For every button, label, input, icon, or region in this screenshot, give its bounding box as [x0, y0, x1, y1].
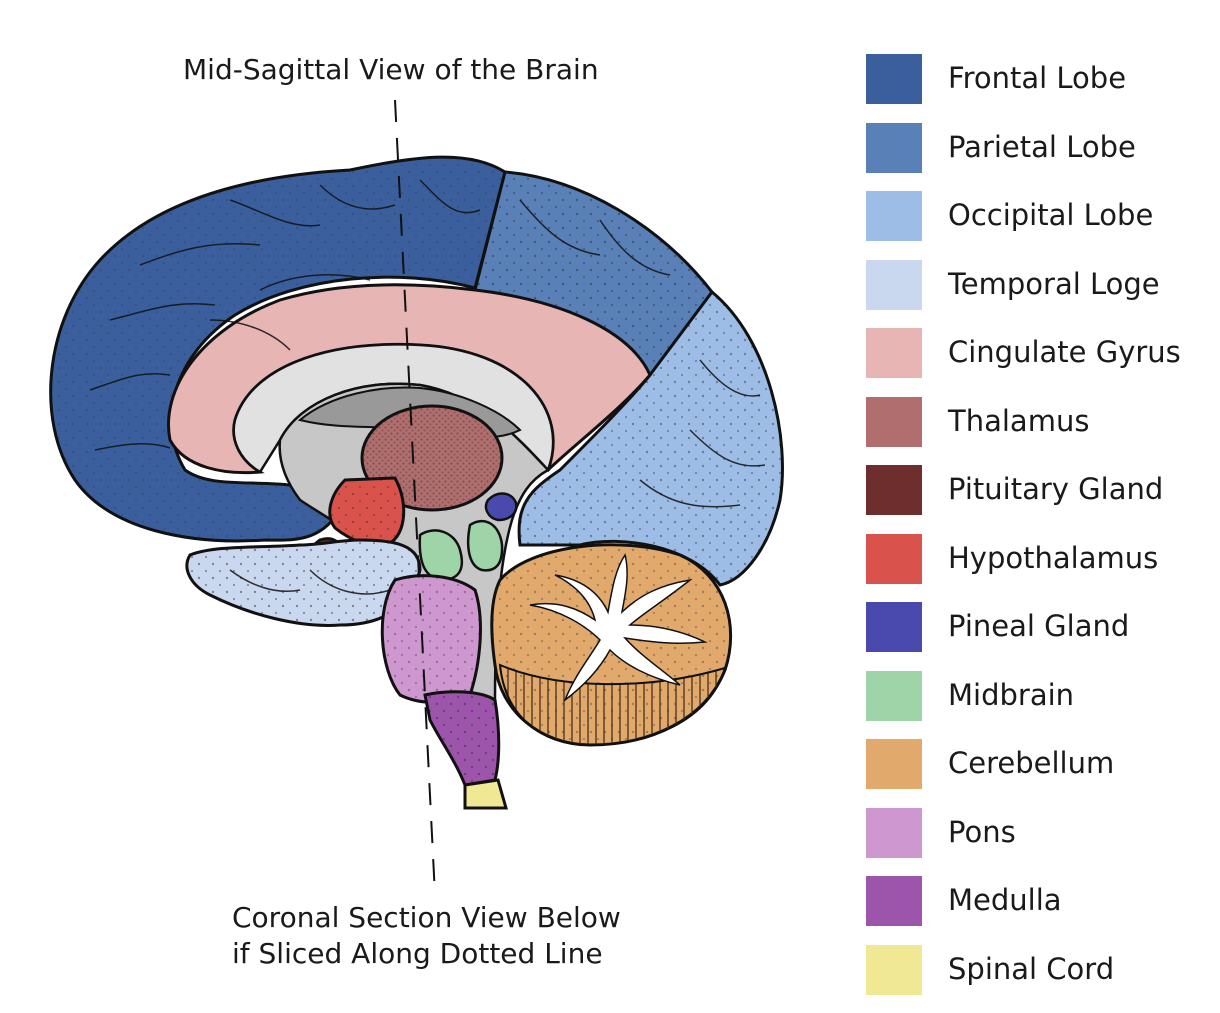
legend-swatch-pons: [866, 808, 922, 858]
legend-label-pons: Pons: [948, 812, 1016, 852]
legend-item-pituitary: Pituitary Gland: [866, 465, 1216, 534]
bottom-caption-line-1: Coronal Section View Below: [232, 900, 621, 936]
legend-item-cingulate: Cingulate Gyrus: [866, 328, 1216, 397]
legend-swatch-pituitary: [866, 465, 922, 515]
legend-swatch-parietal: [866, 123, 922, 173]
legend-label-parietal: Parietal Lobe: [948, 127, 1136, 167]
legend-item-spinal: Spinal Cord: [866, 945, 1216, 1013]
legend-item-pineal: Pineal Gland: [866, 602, 1216, 671]
spinal-cord: [465, 780, 506, 808]
legend-label-temporal: Temporal Loge: [948, 264, 1160, 304]
legend-label-spinal: Spinal Cord: [948, 949, 1114, 989]
legend-label-thalamus: Thalamus: [948, 401, 1089, 441]
legend-item-temporal: Temporal Loge: [866, 260, 1216, 329]
legend-swatch-spinal: [866, 945, 922, 995]
legend-item-midbrain: Midbrain: [866, 671, 1216, 740]
legend-swatch-pineal: [866, 602, 922, 652]
legend-swatch-hypothalamus: [866, 534, 922, 584]
legend-swatch-midbrain: [866, 671, 922, 721]
legend-item-frontal: Frontal Lobe: [866, 54, 1216, 123]
legend-label-hypothalamus: Hypothalamus: [948, 538, 1158, 578]
legend-swatch-frontal: [866, 54, 922, 104]
legend-label-cerebellum: Cerebellum: [948, 743, 1114, 783]
bottom-caption-line-2: if Sliced Along Dotted Line: [232, 936, 621, 972]
legend-label-cingulate: Cingulate Gyrus: [948, 332, 1181, 372]
legend-item-cerebellum: Cerebellum: [866, 739, 1216, 808]
legend-swatch-cerebellum: [866, 739, 922, 789]
legend-item-hypothalamus: Hypothalamus: [866, 534, 1216, 603]
legend-label-midbrain: Midbrain: [948, 675, 1074, 715]
legend-label-medulla: Medulla: [948, 880, 1062, 920]
legend-item-pons: Pons: [866, 808, 1216, 877]
legend-swatch-medulla: [866, 876, 922, 926]
bottom-caption: Coronal Section View Below if Sliced Alo…: [232, 900, 621, 972]
legend-item-medulla: Medulla: [866, 876, 1216, 945]
midbrain-posterior: [468, 521, 502, 570]
legend-label-pituitary: Pituitary Gland: [948, 469, 1163, 509]
pineal-gland: [486, 494, 516, 520]
legend-label-occipital: Occipital Lobe: [948, 195, 1153, 235]
legend-swatch-cingulate: [866, 328, 922, 378]
top-caption: Mid-Sagittal View of the Brain: [183, 52, 599, 88]
legend-swatch-occipital: [866, 191, 922, 241]
legend-item-parietal: Parietal Lobe: [866, 123, 1216, 192]
legend-swatch-temporal: [866, 260, 922, 310]
legend-swatch-thalamus: [866, 397, 922, 447]
legend-label-frontal: Frontal Lobe: [948, 58, 1126, 98]
legend-label-pineal: Pineal Gland: [948, 606, 1129, 646]
legend-item-thalamus: Thalamus: [866, 397, 1216, 466]
cerebellum: [492, 545, 731, 745]
legend-item-occipital: Occipital Lobe: [866, 191, 1216, 260]
